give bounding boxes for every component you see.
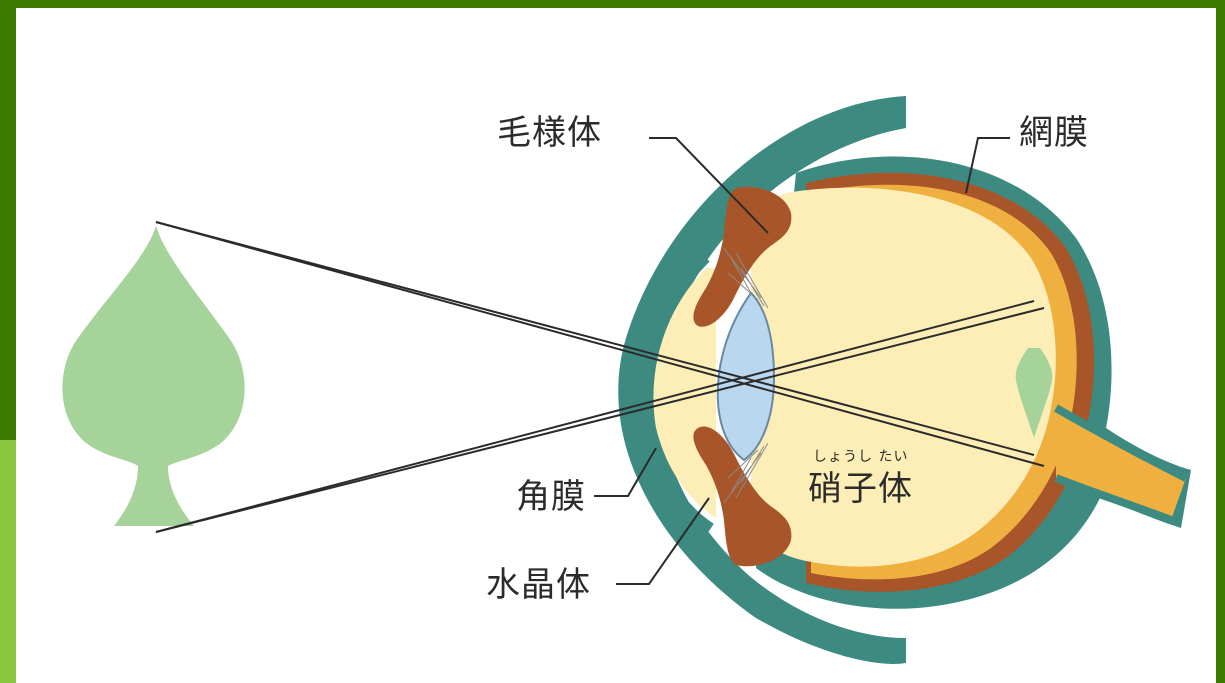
leaf-object bbox=[62, 226, 244, 526]
label-retina: 網膜 bbox=[1019, 116, 1089, 150]
label-vitreous-body: 硝子体 bbox=[808, 472, 913, 506]
label-vitreous-reading: しょうし たい bbox=[813, 450, 908, 464]
label-cornea: 角膜 bbox=[516, 480, 586, 514]
label-ciliary-body: 毛様体 bbox=[497, 116, 602, 150]
label-lens: 水晶体 bbox=[486, 568, 591, 602]
eye-diagram bbox=[16, 8, 1216, 683]
diagram-panel: 毛様体 網膜 角膜 水晶体 しょうし たい 硝子体 bbox=[16, 8, 1216, 683]
